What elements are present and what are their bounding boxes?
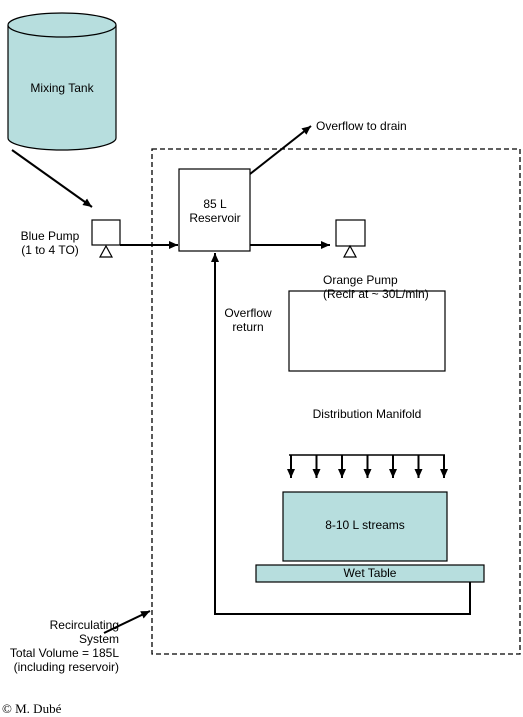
copyright-label: © M. Dubé	[2, 701, 62, 716]
system-line-4: (including reservoir)	[13, 660, 119, 674]
orange-pump-name: Orange Pump	[323, 273, 398, 287]
mixing-tank-label: Mixing Tank	[30, 81, 94, 95]
overflow-return-line-2: return	[232, 320, 264, 334]
blue-pump	[91, 219, 121, 258]
blue-pump-rate: (1 to 4 TO)	[21, 243, 79, 257]
reservoir-label: 85 L Reservoir	[180, 197, 250, 225]
streams-label: 8-10 L streams	[325, 518, 405, 532]
wet-table-label: Wet Table	[343, 566, 397, 580]
manifold-outlets	[287, 454, 448, 478]
reservoir-volume: 85 L	[203, 197, 227, 211]
orange-pump-label: Orange Pump (Recir at ~ 30L/min)	[323, 273, 429, 301]
wet-table-box	[255, 564, 485, 583]
distribution-manifold-box	[288, 290, 446, 372]
mixing-tank	[7, 12, 117, 151]
system-line-1: Recirculating	[49, 618, 119, 632]
overflow-return-label: Overflow return	[218, 306, 278, 334]
recirculating-system-boundary	[151, 148, 521, 655]
overflow-to-drain-label: Overflow to drain	[316, 119, 407, 133]
orange-pump-rate: (Recir at ~ 30L/min)	[323, 287, 429, 301]
overflow-return-line-1: Overflow	[224, 306, 272, 320]
streams-box	[282, 491, 448, 562]
system-label-pointer-arrow	[103, 610, 151, 634]
blue-pump-name: Blue Pump	[20, 229, 80, 243]
blue-pump-label: Blue Pump (1 to 4 TO)	[10, 229, 90, 257]
system-line-2: System	[78, 632, 119, 646]
overflow-to-drain-arrow	[249, 125, 312, 175]
orange-pump	[335, 219, 366, 258]
system-line-3: Total Volume = 185L	[9, 646, 119, 660]
overflow-return-line	[211, 253, 471, 615]
distribution-manifold-label: Distribution Manifold	[312, 407, 422, 421]
tank-to-blue-pump-arrow	[11, 149, 93, 208]
system-label: Recirculating System Total Volume = 185L…	[0, 618, 119, 674]
reservoir-box	[178, 168, 251, 252]
reservoir-name: Reservoir	[189, 211, 241, 225]
